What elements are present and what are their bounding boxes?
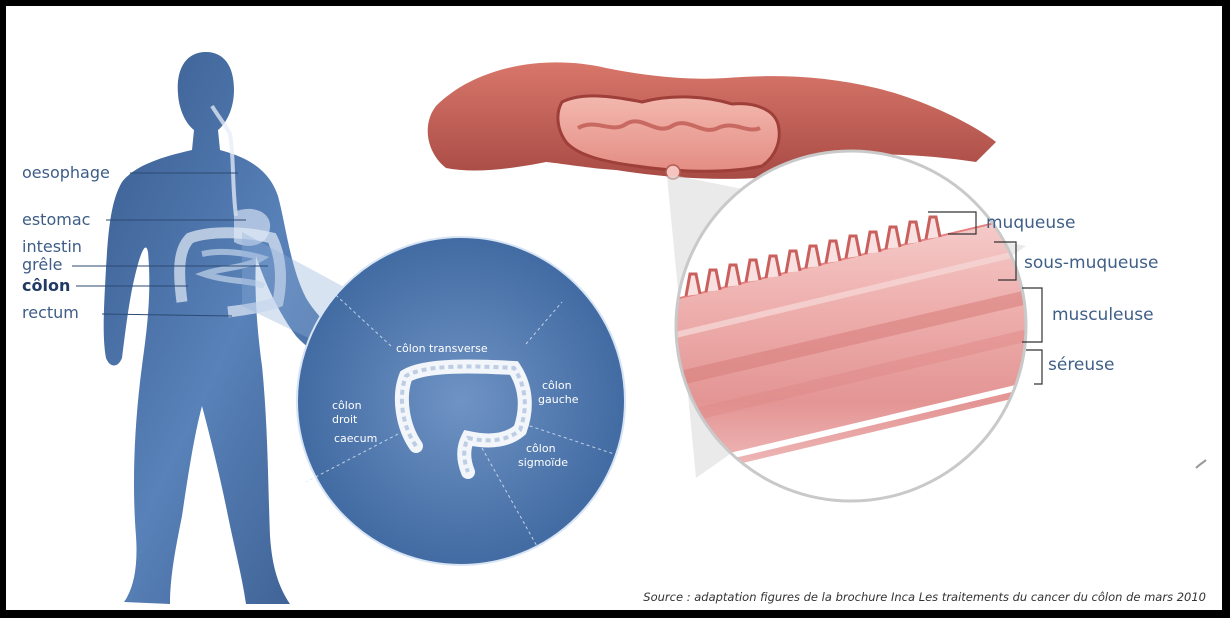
- anatomy-illustration: oesophage estomac intestin grêle côlon r…: [6, 6, 1222, 610]
- figure-frame: oesophage estomac intestin grêle côlon r…: [6, 6, 1222, 610]
- label-colon-droit-1: côlon: [332, 399, 362, 412]
- label-caecum: caecum: [334, 432, 377, 445]
- label-rectum: rectum: [22, 303, 79, 322]
- label-sous-muqueuse: sous-muqueuse: [1024, 253, 1158, 273]
- label-colon-droit-2: droit: [332, 413, 358, 426]
- label-colon-gauche-2: gauche: [538, 393, 579, 406]
- label-musculeuse: musculeuse: [1052, 305, 1154, 325]
- label-oesophage: oesophage: [22, 163, 110, 182]
- source-caption: Source : adaptation figures de la brochu…: [643, 590, 1206, 604]
- label-colon-sigmoide-1: côlon: [526, 442, 556, 455]
- label-estomac: estomac: [22, 210, 90, 229]
- label-colon: côlon: [22, 276, 70, 295]
- label-grele: grêle: [22, 255, 63, 274]
- label-sereuse: séreuse: [1048, 355, 1114, 375]
- stray-mark: [1196, 460, 1206, 468]
- label-intestin: intestin: [22, 237, 82, 256]
- label-colon-gauche-1: côlon: [542, 379, 572, 392]
- label-colon-transverse: côlon transverse: [396, 342, 488, 355]
- label-colon-sigmoide-2: sigmoïde: [518, 456, 568, 469]
- label-muqueuse: muqueuse: [986, 213, 1075, 233]
